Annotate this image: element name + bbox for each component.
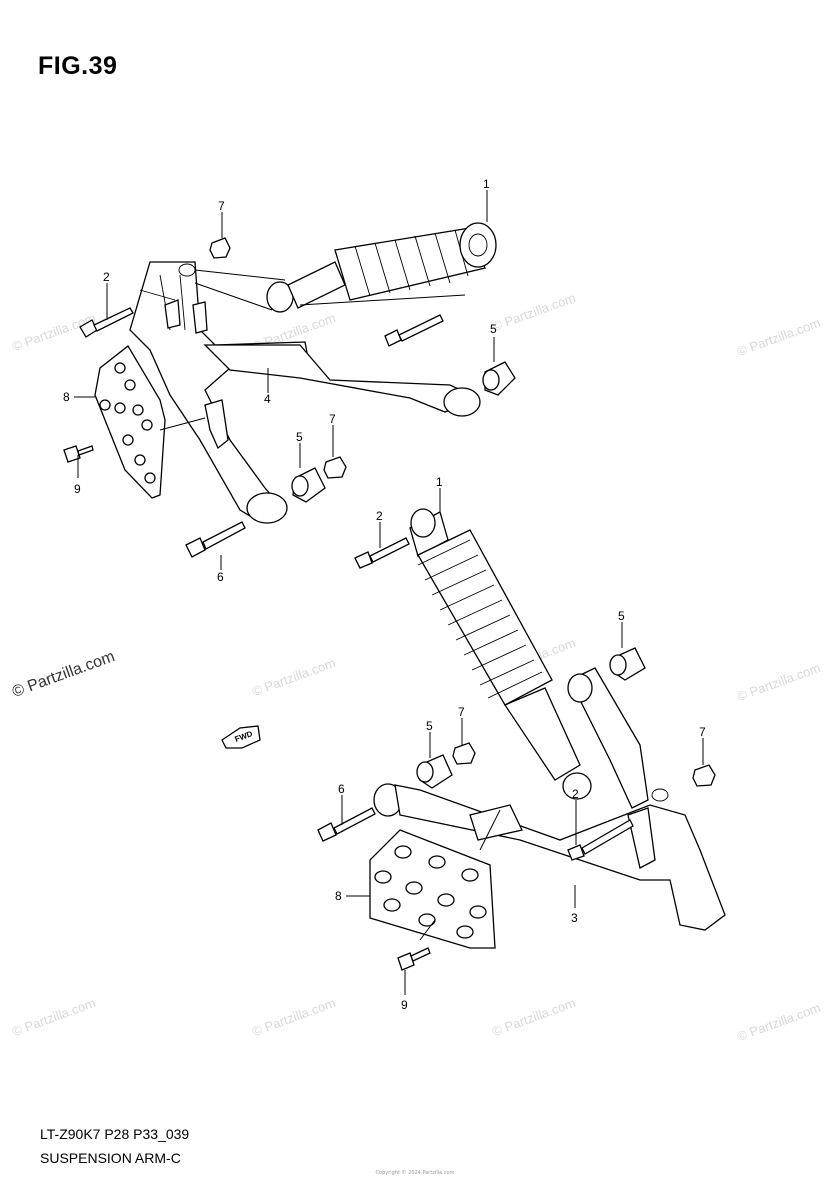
screw-9-bottom[interactable] xyxy=(397,947,431,971)
plate-8-top[interactable] xyxy=(94,345,166,499)
figure-title: FIG.39 xyxy=(38,52,118,80)
callout-4-top: 4 xyxy=(264,392,271,406)
callout-6-bottom: 6 xyxy=(338,782,345,796)
callout-6-top: 6 xyxy=(217,570,224,584)
callout-8-bottom: 8 xyxy=(335,889,342,903)
bolt-2-bottom-b[interactable] xyxy=(567,819,634,861)
callout-5-top: 5 xyxy=(490,322,497,336)
nut-7-bottom-a[interactable] xyxy=(452,742,476,765)
callout-7-bottom-b: 7 xyxy=(699,725,706,739)
bushing-5-bottom-b[interactable] xyxy=(416,754,453,789)
callout-2-bottom-b: 2 xyxy=(572,787,579,801)
shock-absorber-bottom[interactable] xyxy=(409,508,592,800)
callout-9-bottom: 9 xyxy=(401,998,408,1012)
callout-5-bottom: 5 xyxy=(618,609,625,623)
suspension-arm-3[interactable] xyxy=(373,667,726,931)
callout-5-top-b: 5 xyxy=(296,430,303,444)
fwd-arrow-icon: FWD xyxy=(221,725,261,749)
copyright-notice: Copyright © 2024 Partzilla.com xyxy=(375,1170,455,1176)
callout-1-top: 1 xyxy=(483,177,490,191)
bushing-5-top-a[interactable] xyxy=(482,361,516,396)
callout-3-bottom: 3 xyxy=(571,911,578,925)
suspension-arm-4[interactable] xyxy=(129,261,481,524)
model-code: LT-Z90K7 P28 P33_039 xyxy=(40,1126,190,1142)
bushing-5-top-b[interactable] xyxy=(291,467,326,503)
callout-7-bottom: 7 xyxy=(458,705,465,719)
bolt-2-top[interactable] xyxy=(79,307,134,338)
nut-7-top[interactable] xyxy=(209,237,231,259)
callout-7-top-b: 7 xyxy=(329,412,336,426)
nut-7-bottom-b[interactable] xyxy=(692,764,716,787)
bushing-5-bottom-a[interactable] xyxy=(609,647,646,681)
section-title: SUSPENSION ARM-C xyxy=(40,1150,181,1166)
plate-8-bottom[interactable] xyxy=(369,829,496,949)
callout-2-top: 2 xyxy=(103,270,110,284)
screw-9-top[interactable] xyxy=(63,445,94,463)
nut-7-top-b[interactable] xyxy=(323,456,347,479)
bolt-2-bottom-a[interactable] xyxy=(354,537,410,569)
callout-9-top: 9 xyxy=(74,482,81,496)
callout-7-top: 7 xyxy=(218,199,225,213)
bolt-6-top[interactable] xyxy=(185,521,246,558)
callout-1-bottom: 1 xyxy=(436,475,443,489)
callout-8-top: 8 xyxy=(63,390,70,404)
callout-2-bottom: 2 xyxy=(376,509,383,523)
bolt-2-top-b[interactable] xyxy=(384,314,444,347)
bolt-6-bottom[interactable] xyxy=(317,807,376,842)
callout-5-bottom-b: 5 xyxy=(426,719,433,733)
shock-absorber-top[interactable] xyxy=(266,222,497,313)
